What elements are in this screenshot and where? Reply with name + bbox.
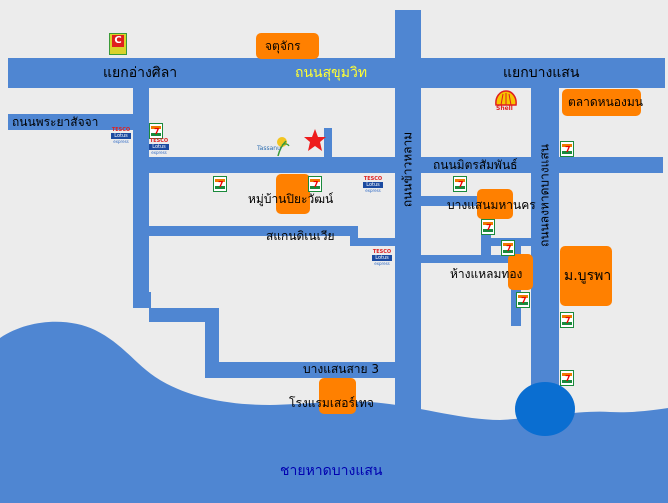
label-bang-saen-mahanakhon: บางแสนมหานคร xyxy=(447,198,536,212)
label-mit-samphan: ถนนมิตรสัมพันธ์ xyxy=(433,158,518,172)
seven-eleven-icon: 7 xyxy=(308,176,322,192)
label-sukhumvit: ถนนสุขุมวิท xyxy=(295,65,368,81)
road-scandinavia-drop xyxy=(350,226,358,246)
road-bs-south-col xyxy=(205,308,219,378)
label-beach: ชายหาดบางแสน xyxy=(280,463,383,479)
seven-eleven-icon: 7 xyxy=(481,219,495,235)
label-kham-samran: ถนนข้าวหลาม xyxy=(400,131,415,208)
label-long-hat-bang-saen: ถนนลงหาดบางแสน xyxy=(537,144,552,247)
seven-eleven-icon: 7 xyxy=(501,240,515,256)
road-long-hat-bang-saen xyxy=(531,88,559,428)
seven-eleven-icon: 7 xyxy=(560,141,574,157)
landmark-bang-saen-mahanakhon xyxy=(477,189,513,219)
seven-eleven-icon: 7 xyxy=(560,312,574,328)
label-phraya-satcha: ถนนพระยาสัจจา xyxy=(12,115,99,129)
landmark-hotel xyxy=(319,378,356,414)
road-bang-saen-sai-3 xyxy=(205,362,397,378)
tassanu-logo: Tassanu xyxy=(256,136,290,158)
road-bs-south-left xyxy=(149,308,219,322)
road-scandinavia-end xyxy=(350,238,397,246)
label-bang-saen-sai-3: บางแสนสาย 3 xyxy=(303,362,380,376)
road-phraya-satcha xyxy=(8,114,133,130)
road-small-stub xyxy=(324,128,332,158)
road-sukhumvit xyxy=(8,58,665,88)
road-east-upper xyxy=(421,196,481,206)
landmark-nong-mon xyxy=(562,89,641,116)
shell-logo: Shell xyxy=(494,89,518,113)
tassanu-label: Tassanu xyxy=(257,145,281,152)
star-marker-icon xyxy=(304,129,326,151)
label-jatujak: จตุจักร xyxy=(265,39,301,53)
road-kham-samran xyxy=(395,10,421,440)
label-burapha: ม.บูรพา xyxy=(564,268,612,284)
label-moo-ban: หมู่บ้านปิยะวัฒน์ xyxy=(248,192,334,206)
seven-eleven-icon: 7 xyxy=(560,370,574,386)
seven-eleven-icon: 7 xyxy=(516,292,530,308)
road-left-branch xyxy=(133,292,151,308)
seven-eleven-icon: 7 xyxy=(149,123,163,139)
seven-eleven-icon: 7 xyxy=(453,176,467,192)
landmark-jatujak xyxy=(256,33,319,59)
big-c-letter: C xyxy=(112,35,124,47)
road-left-vertical xyxy=(133,88,149,308)
road-east-mid xyxy=(421,255,511,263)
road-east-h2 xyxy=(481,238,556,246)
road-scandinavia xyxy=(149,226,354,236)
landmark-burapha xyxy=(560,246,612,306)
label-bang-saen-junction: แยกบางแสน xyxy=(503,65,580,81)
shell-label: Shell xyxy=(496,105,513,112)
landmark-laem-thong xyxy=(508,254,533,290)
big-c-logo: C xyxy=(109,33,127,55)
label-nong-mon: ตลาดหนองมน xyxy=(568,95,643,109)
seven-eleven-icon: 7 xyxy=(213,176,227,192)
label-hotel: โรงแรมเสอร์เทจ xyxy=(289,396,374,410)
lake xyxy=(515,382,575,436)
label-scandinavia: สแกนดิเนเวีย xyxy=(266,229,335,243)
label-laem-thong: ห้างแหลมทอง xyxy=(450,267,523,281)
label-ang-sila-junction: แยกอ่างศิลา xyxy=(103,65,178,81)
landmark-moo-ban xyxy=(276,174,310,214)
